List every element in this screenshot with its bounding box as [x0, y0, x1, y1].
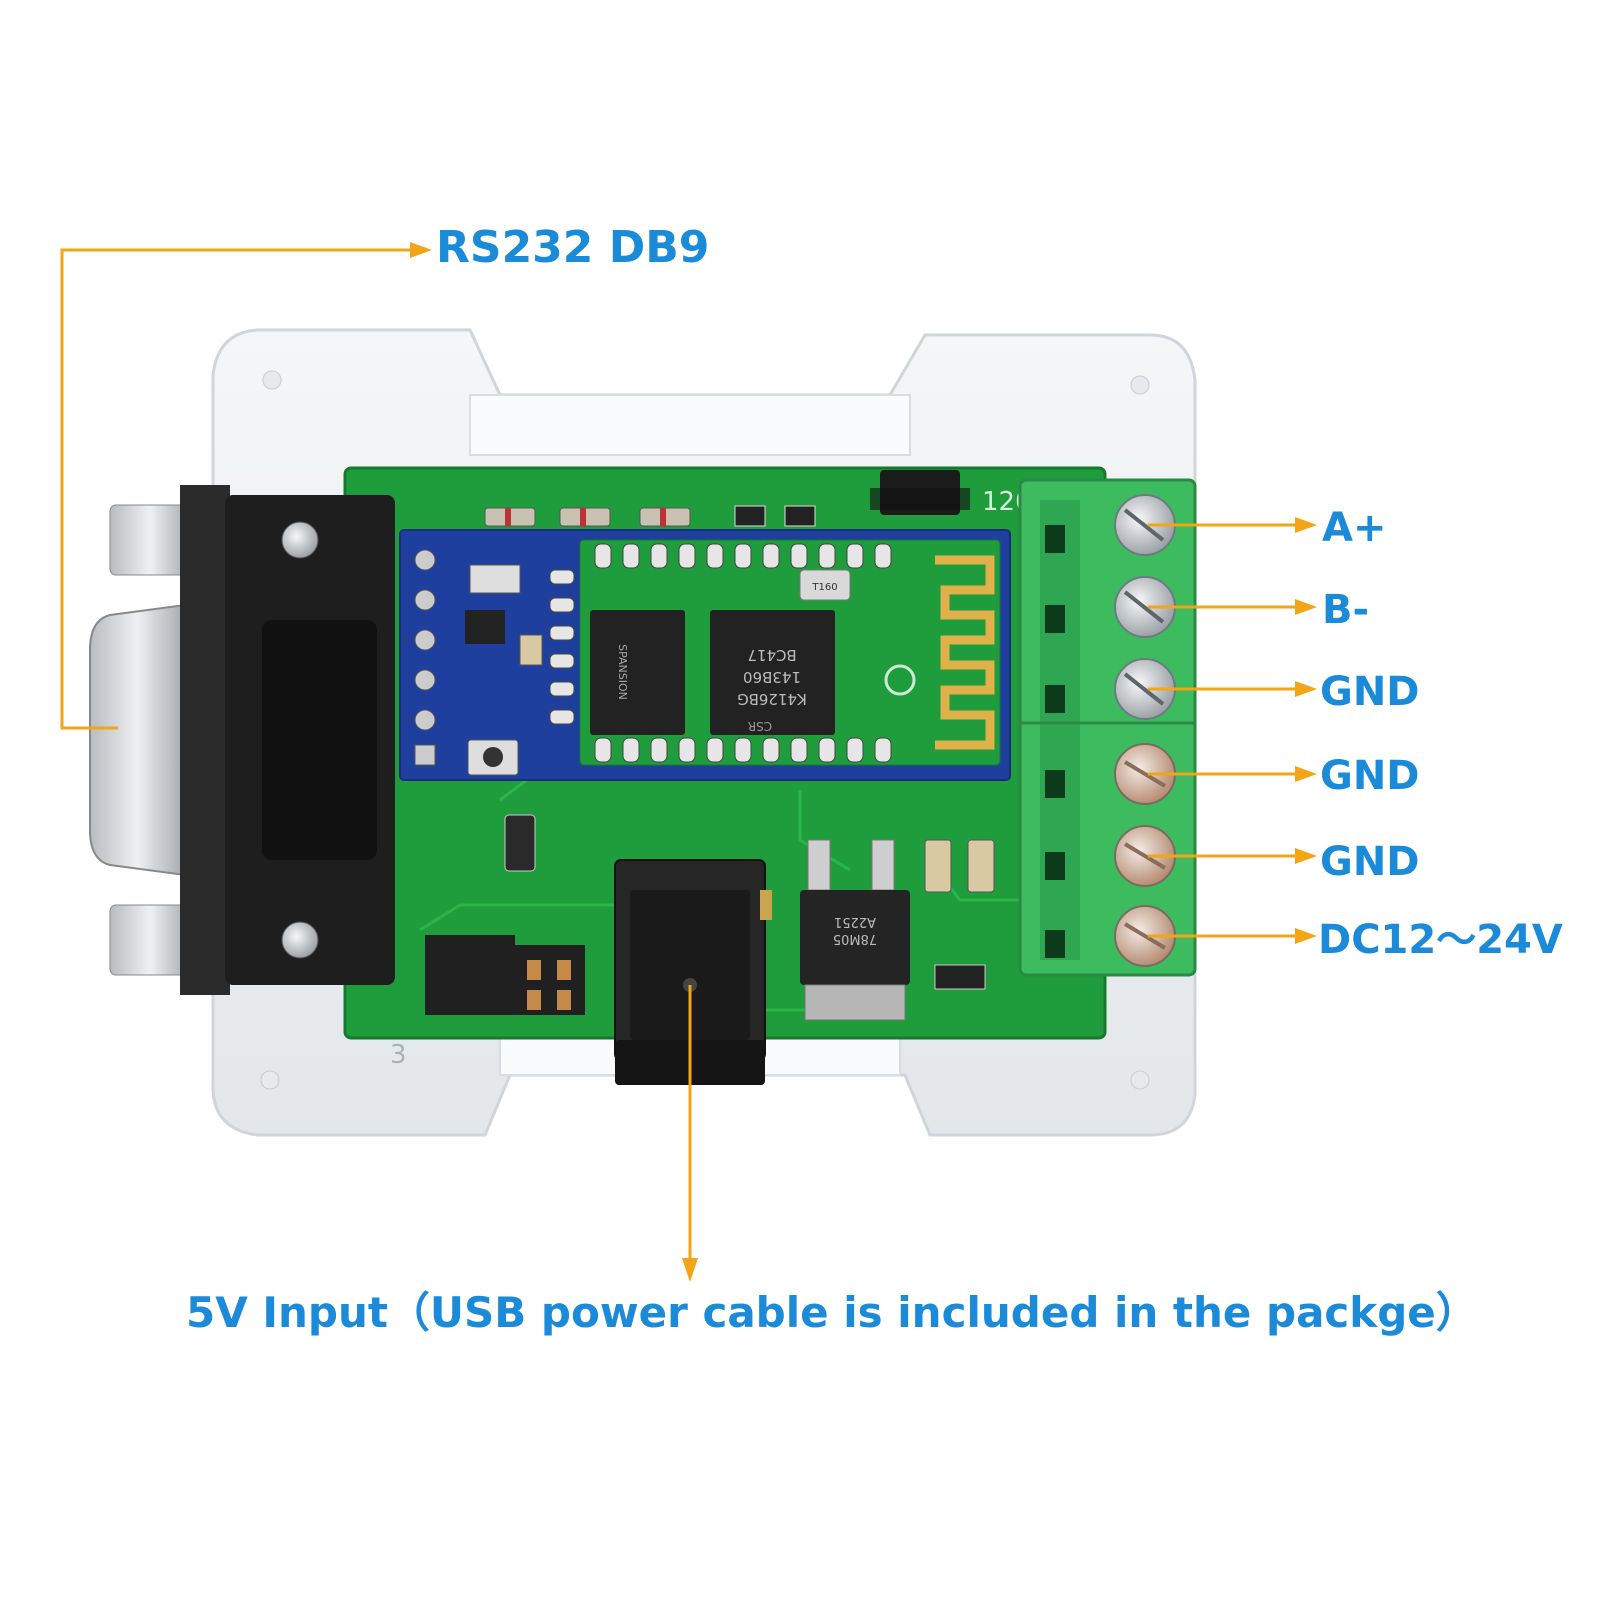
dc-barrel-jack [614, 859, 772, 1085]
arrow-gnd3-icon [1295, 848, 1317, 864]
bt-chip-marking-3: K4126BG [737, 690, 807, 708]
callout-lines [60, 248, 1297, 1262]
terminal-block [1018, 478, 1197, 977]
arrow-5v-icon [682, 1258, 698, 1282]
flash-chip-marking: SPANSION [616, 644, 629, 700]
arrow-dc-icon [1295, 928, 1317, 944]
arrow-gnd2-icon [1295, 766, 1317, 782]
label-5v-input: 5V Input（USB power cable is included in … [186, 1288, 1478, 1337]
arrow-gnd1-icon [1295, 681, 1317, 697]
label-rs232-db9: RS232 DB9 [436, 222, 710, 273]
callout-rs232-line [60, 248, 412, 730]
regulator-marking: 78M05 [833, 931, 877, 946]
label-a-plus: A+ [1322, 505, 1387, 551]
label-gnd-1: GND [1320, 669, 1420, 715]
label-gnd-3: GND [1320, 839, 1420, 885]
regulator-marking-2: A2251 [834, 914, 876, 929]
bt-chip-marking-2: 143B60 [743, 668, 801, 686]
corner-marking: 3 [390, 1040, 407, 1070]
arrow-b-icon [1295, 599, 1317, 615]
crystal-marking: T160 [811, 582, 837, 593]
label-dc-input: DC12～24V [1318, 917, 1563, 963]
arrow-rs232-icon [410, 242, 432, 258]
db9-connector [89, 485, 395, 995]
bluetooth-module: SPANSION BC417 143B60 K4126BG CSR T160 [399, 529, 1011, 781]
label-b-minus: B- [1322, 587, 1370, 633]
callout-arrowheads [410, 242, 1317, 1282]
label-gnd-2: GND [1320, 753, 1420, 799]
bt-chip-marking-4: CSR [748, 719, 772, 733]
arrow-a-icon [1295, 517, 1317, 533]
bt-chip-marking-1: BC417 [747, 646, 796, 664]
